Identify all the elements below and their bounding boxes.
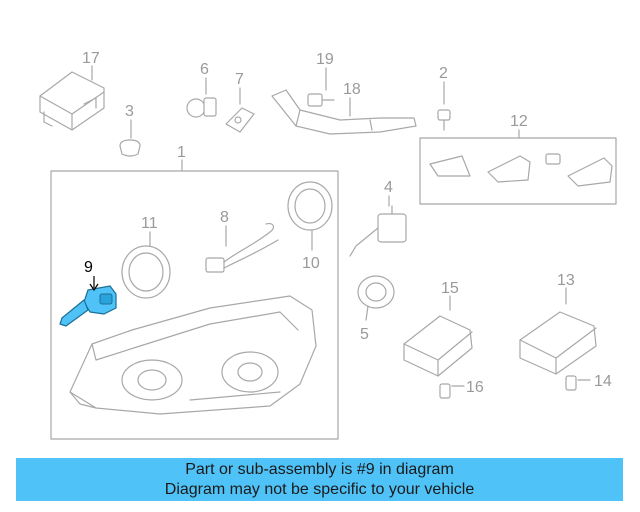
part-6-bulb [186,97,217,118]
part-10-ring [287,181,333,231]
part-12-bracket-kit [429,153,613,187]
part-16-screw [439,383,451,399]
callout-4: 4 [384,179,393,196]
part-4-xenon-bulb [349,205,407,257]
part-11-ring [121,245,171,299]
callout-3: 3 [125,103,134,120]
banner-line-2: Diagram may not be specific to your vehi… [164,481,475,498]
parts-diagram: 1 12 17 3 6 7 19 18 [39,50,617,440]
part-18-trim-strip [271,89,417,135]
callout-2: 2 [439,65,448,82]
callout-12: 12 [510,113,528,130]
part-5-socket-ring [357,275,395,309]
callout-5: 5 [360,326,369,343]
callout-18: 18 [343,81,361,98]
callout-14: 14 [594,373,612,390]
callout-10: 10 [302,255,320,272]
part-2-screw [437,109,451,131]
callout-16: 16 [466,379,484,396]
callout-8: 8 [220,209,229,226]
part-19-screw [307,93,335,107]
part-8-wiring [205,223,279,273]
callout-19: 19 [316,51,334,68]
part-15-ballast [403,315,473,377]
callout-11: 11 [141,215,158,232]
callout-1: 1 [177,144,186,161]
callout-13: 13 [557,272,575,289]
kit-frame [419,137,617,205]
part-17-control-module [39,71,105,131]
banner-line-1: Part or sub-assembly is #9 in diagram [185,461,454,478]
part-3-plug [119,139,141,157]
callout-15: 15 [441,280,459,297]
part-14-screw [565,375,577,391]
callout-7: 7 [235,71,244,88]
callout-9: 9 [84,259,93,276]
assembly-frame [50,170,339,440]
part-1-headlamp [69,295,317,415]
callout-6: 6 [200,61,209,78]
callout-17: 17 [82,50,100,67]
part-13-ballast [519,311,597,375]
part-7-bracket [225,107,255,133]
info-banner: Part or sub-assembly is #9 in diagram Di… [16,458,623,501]
part-9-highlighted-connector [59,285,117,327]
